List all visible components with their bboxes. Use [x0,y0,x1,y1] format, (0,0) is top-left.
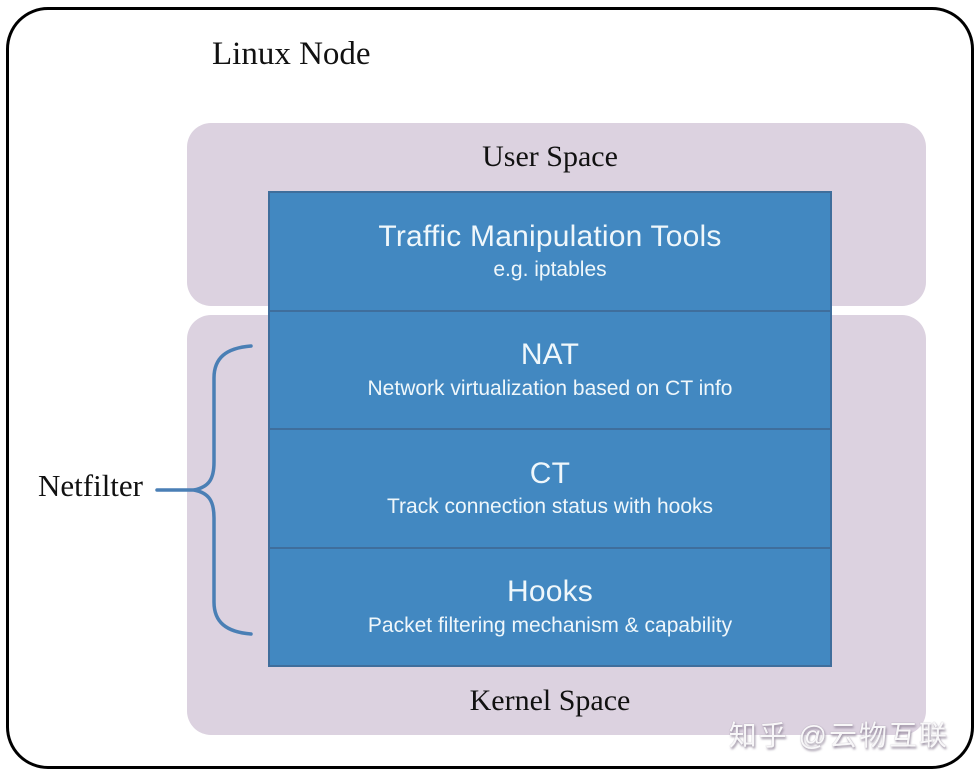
watermark: 知乎 @云物互联 [728,720,949,751]
netfilter-stack: Traffic Manipulation Tools e.g. iptables… [268,191,832,667]
segment-subtitle: Packet filtering mechanism & capability [367,613,733,637]
segment-subtitle: e.g. iptables [493,258,607,282]
netfilter-label: Netfilter [38,468,144,503]
segment-title: Hooks [506,575,594,609]
user-space-label: User Space [482,140,618,173]
segment-subtitle: Track connection status with hooks [386,495,714,519]
stack-segment-ct: CT Track connection status with hooks [270,428,830,547]
stack-segment-hooks: Hooks Packet filtering mechanism & capab… [270,546,830,666]
stack-segment-traffic-tools: Traffic Manipulation Tools e.g. iptables [270,193,830,310]
segment-title: Traffic Manipulation Tools [378,219,722,253]
kernel-space-label: Kernel Space [469,684,631,717]
linux-node-frame [6,7,974,769]
segment-subtitle: Network virtualization based on CT info [367,376,733,400]
stack-segment-nat: NAT Network virtualization based on CT i… [270,309,830,429]
segment-title: NAT [520,338,580,372]
linux-node-title: Linux Node [212,36,371,72]
segment-title: CT [529,456,571,490]
